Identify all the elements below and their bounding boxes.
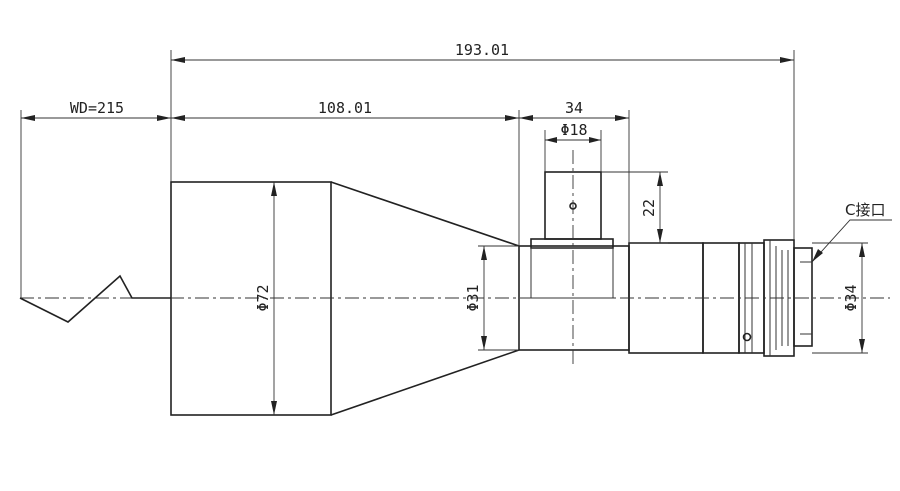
dim-mount-diameter: Φ34 <box>842 284 860 311</box>
dimension-lines <box>21 57 892 415</box>
side-port-inner <box>530 247 614 299</box>
dim-total-length: 193.01 <box>455 41 509 59</box>
extension-lines <box>20 50 868 354</box>
dim-body-diameter: Φ31 <box>464 284 482 311</box>
dim-front-length: 108.01 <box>318 99 372 117</box>
dim-side-port-diameter: Φ18 <box>560 121 587 139</box>
front-barrel <box>170 181 332 416</box>
set-screw <box>742 332 752 342</box>
taper-top <box>330 181 520 247</box>
dim-working-distance: WD=215 <box>70 99 124 117</box>
break-line <box>19 274 171 323</box>
c-mount-thread <box>793 247 813 347</box>
dim-side-port-width: 34 <box>565 99 583 117</box>
dim-front-diameter: Φ72 <box>254 284 272 311</box>
taper-bottom <box>330 349 520 416</box>
dim-side-port-height: 22 <box>640 199 658 217</box>
callout-c-mount: C接口 <box>845 201 885 219</box>
